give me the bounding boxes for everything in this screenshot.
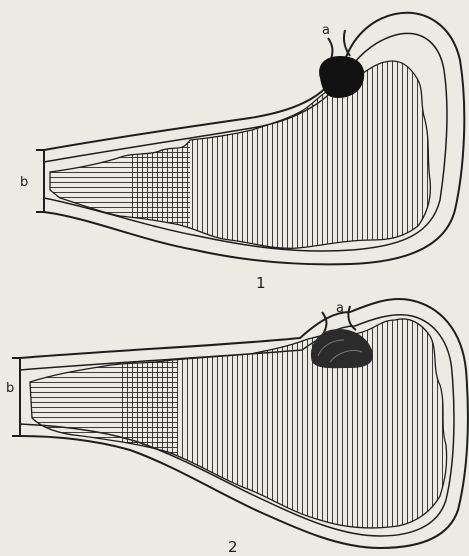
barium-fill-2 xyxy=(20,300,458,550)
label-b-1: b xyxy=(20,175,28,190)
diagram-number-2: 2 xyxy=(228,538,238,556)
label-a-1: a xyxy=(322,23,330,38)
label-b-2: b xyxy=(6,381,14,396)
barium-fill-1 xyxy=(40,40,450,270)
diagram-number-1: 1 xyxy=(256,274,266,292)
diagram-1: a b 1 xyxy=(20,13,464,292)
label-a-2: a xyxy=(336,301,344,316)
pylorus-ring-2 xyxy=(12,358,20,436)
diagram-2: a b 2 xyxy=(6,299,468,556)
pylorus-ring-1 xyxy=(36,150,44,212)
